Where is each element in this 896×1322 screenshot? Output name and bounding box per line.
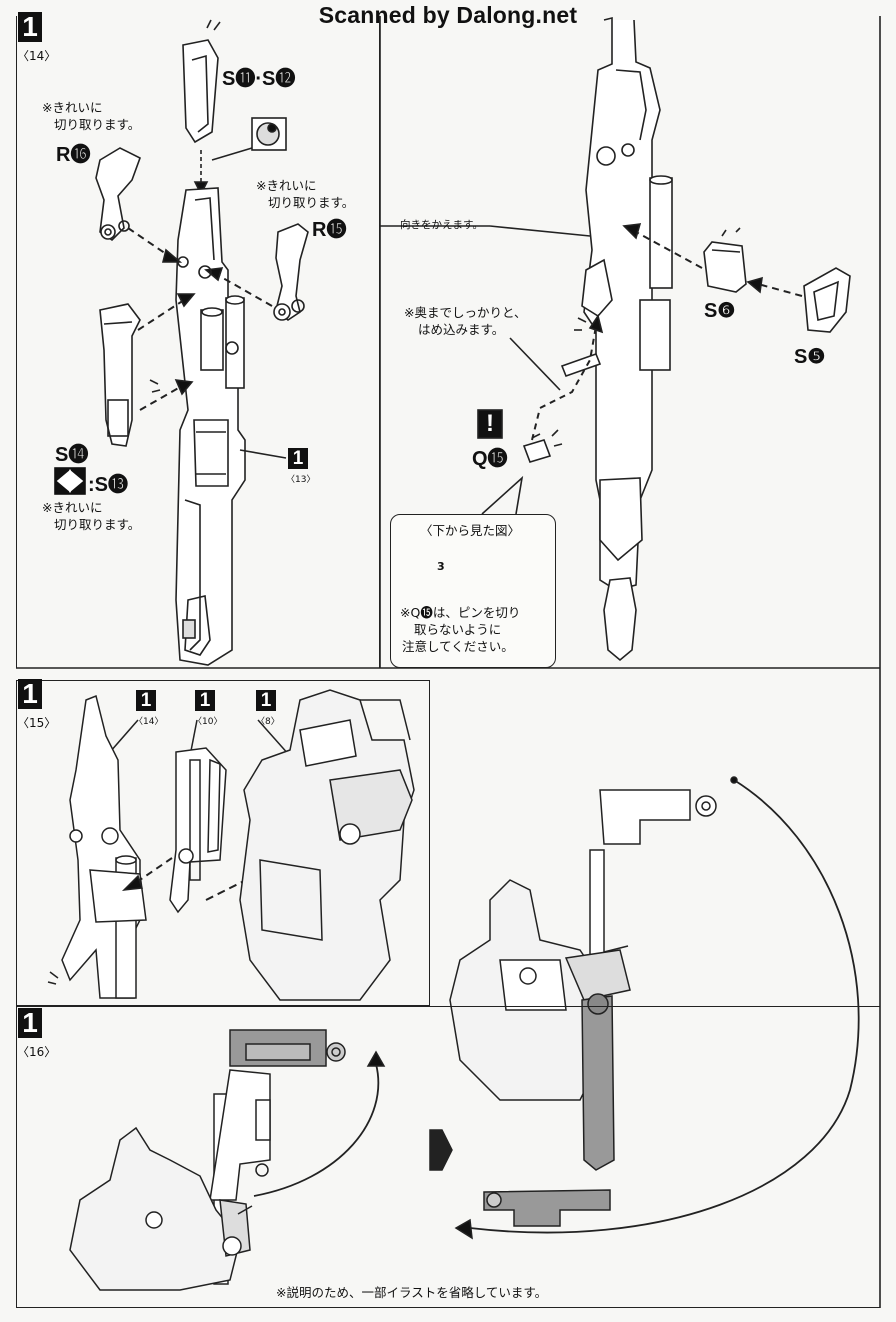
bottom-view-ref: 3 [437,560,445,573]
ref-10-number: 1 [195,690,215,711]
note-r16-line1: ※きれいに [42,100,103,115]
watermark-text: Scanned by Dalong.net [318,2,578,28]
label-r16: R⓰ [56,144,91,166]
ref-step-13-sub: 〈13〉 [286,475,316,485]
note-s13-line1: ※きれいに [42,500,103,515]
ref-8-sub: 〈8〉 [256,717,280,727]
step-16-sub: 〈16〉 [17,1045,57,1059]
ref-14-sub: 〈14〉 [134,717,164,727]
pin-note-line3: 注意してください。 [402,639,514,654]
step-15-sub: 〈15〉 [17,716,57,730]
press-note-line2: はめ込みます。 [418,322,505,337]
pin-note-line2: 取らないように [414,622,502,637]
label-q15: Q⓯ [472,448,508,470]
bottom-view-callout [390,514,556,668]
press-note-line1: ※奥までしっかりと、 [404,305,527,320]
step-16-panel [16,1006,880,1308]
step-15-number: 1 [18,679,42,709]
ref-step-13-number: 1 [288,448,308,469]
bottom-view-title: 〈下から見た図〉 [420,523,521,538]
omission-note: ※説明のため、一部イラストを省略しています。 [276,1285,548,1300]
note-r15-line2: 切り取ります。 [268,195,355,210]
ref-14-number: 1 [136,690,156,711]
step-16-number: 1 [18,1008,42,1038]
label-s11-s12: S⓫·S⓬ [222,68,296,90]
step-14-number: 1 [18,12,42,42]
label-s14: S⓮ [55,444,89,466]
note-s13-line2: 切り取ります。 [54,517,141,532]
note-r15-line1: ※きれいに [256,178,317,193]
ref-10-sub: 〈10〉 [193,717,223,727]
label-s5: S❺ [794,346,826,368]
label-s6: S❻ [704,300,736,322]
label-r15: R⓯ [312,219,347,241]
turn-note: 向きをかえます。 [400,219,483,231]
warning-mark: ! [486,410,494,437]
step-14-sub: 〈14〉 [17,49,57,63]
step-15-panel [16,680,430,1006]
ref-8-number: 1 [256,690,276,711]
label-s13: :S⓭ [88,474,128,496]
pin-note-line1: ※Q⓯は、ピンを切り [400,605,521,620]
note-r16-line2: 切り取ります。 [54,117,141,132]
